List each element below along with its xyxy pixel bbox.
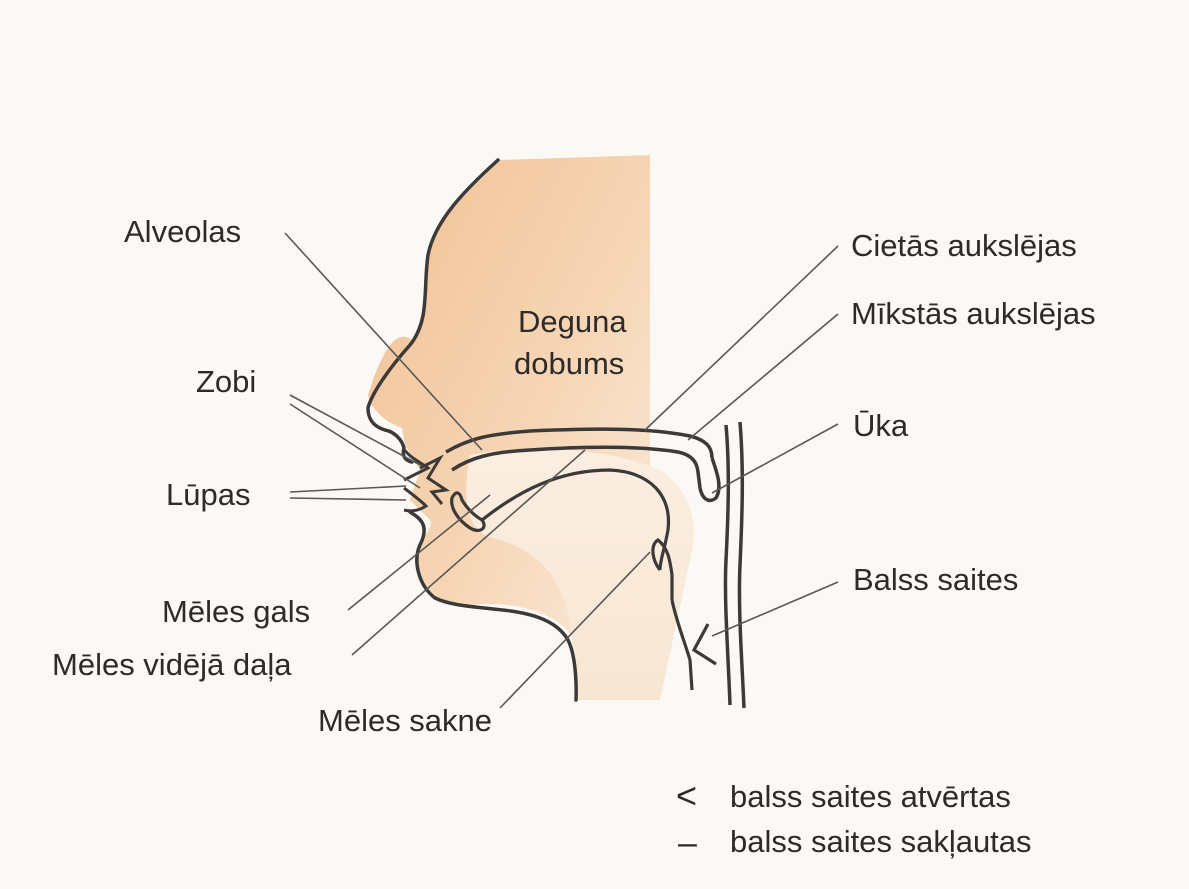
label-meles-sakne: Mēles sakne [318,705,492,736]
leader-mikstas-aukslejas [688,314,838,440]
pharynx-back-wall-2 [739,422,744,708]
vocal-cords [694,624,716,664]
leader-lupas-1 [290,486,406,492]
legend-closed-text: balss saites sakļautas [730,826,1032,857]
label-zobi: Zobi [196,366,256,397]
label-meles-videja-dala: Mēles vidējā daļa [52,649,292,680]
legend-closed-symbol: – [678,826,697,860]
larynx-front-wall [672,600,692,690]
leader-uka [712,424,838,493]
label-uka: Ūka [853,410,908,441]
label-cietas-aukslejas: Cietās aukslējas [851,230,1077,261]
label-meles-gals: Mēles gals [162,596,310,627]
label-deguna-dobums-line2: dobums [514,348,624,379]
label-alveolas: Alveolas [124,216,241,247]
legend-open-text: balss saites atvērtas [730,781,1011,812]
pharynx-back-wall-1 [725,425,730,705]
label-balss-saites: Balss saites [853,564,1018,595]
leader-balss-saites [712,582,838,636]
label-deguna-dobums-line1: Deguna [518,306,627,337]
label-mikstas-aukslejas: Mīkstās aukslējas [851,298,1096,329]
leader-lupas-2 [290,498,406,500]
label-lupas: Lūpas [166,479,250,510]
legend-open-symbol: < [676,778,697,814]
uvula [700,458,719,500]
